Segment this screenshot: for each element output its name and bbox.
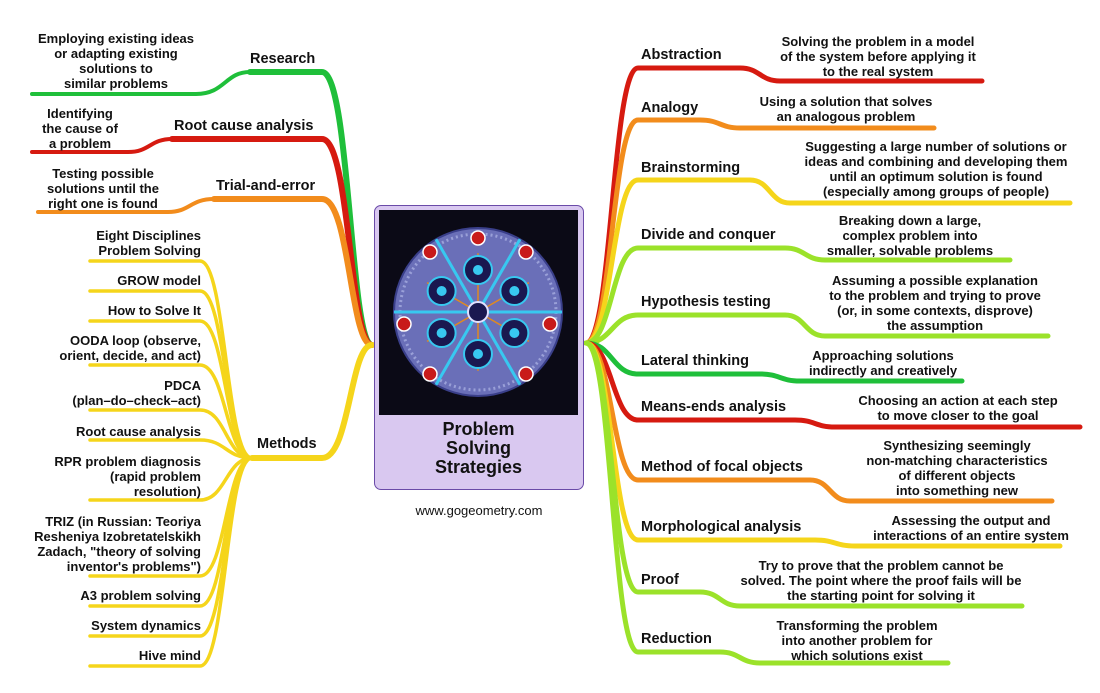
branch-abstraction: Abstraction	[641, 47, 722, 63]
method-item: TRIZ (in Russian: Teoriya Resheniya Izob…	[34, 514, 201, 574]
art-cell-core	[509, 286, 520, 296]
branch-morphological-analysis: Morphological analysis	[641, 519, 802, 535]
art-red-node	[422, 366, 438, 382]
branch-lateral-thinking: Lateral thinking	[641, 353, 749, 369]
branch-hypothesis-testing: Hypothesis testing	[641, 294, 771, 310]
proof-description: Try to prove that the problem cannot be …	[740, 558, 1022, 603]
lateral-thinking-description: Approaching solutions indirectly and cre…	[808, 348, 958, 378]
trial-and-error-detail-line	[36, 197, 216, 214]
branch-reduction: Reduction	[641, 631, 712, 647]
abstraction-description: Solving the problem in a model of the sy…	[780, 34, 976, 79]
branch-proof: Proof	[641, 572, 679, 588]
research-description: Employing existing ideas or adapting exi…	[37, 31, 195, 91]
research-detail-line	[30, 70, 252, 96]
branch-brainstorming: Brainstorming	[641, 160, 741, 176]
reduction-description: Transforming the problem into another pr…	[776, 618, 938, 663]
branch-analogy: Analogy	[641, 100, 699, 116]
branch-connector-hypothesis-testing	[583, 312, 1051, 346]
art-cell-core	[436, 286, 447, 296]
branch-trial-and-error: Trial-and-error	[216, 178, 316, 194]
art-spoke	[476, 238, 522, 313]
method-item: How to Solve It	[107, 303, 201, 318]
brainstorming-description: Suggesting a large number of solutions o…	[804, 139, 1068, 199]
art-center	[467, 301, 489, 323]
branch-divide-and-conquer: Divide and conquer	[641, 227, 776, 243]
branch-connector-lateral-thinking	[583, 340, 965, 384]
trial-and-error-description: Testing possible solutions until the rig…	[47, 166, 159, 211]
branch-root-cause-analysis: Root cause analysis	[174, 118, 314, 134]
central-title: Problem Solving Strategies	[434, 419, 523, 477]
method-line-3	[88, 363, 254, 460]
divide-and-conquer-description: Breaking down a large, complex problem i…	[826, 213, 994, 258]
branch-connector-brainstorming	[583, 177, 1073, 346]
morphological-description: Assessing the output and interactions of…	[873, 513, 1069, 543]
method-item: A3 problem solving	[80, 588, 201, 603]
branch-methods: Methods	[257, 436, 317, 452]
art-cell-core	[473, 265, 483, 275]
central-node: Problem Solving Strategies	[374, 205, 584, 490]
art-red-node	[422, 244, 438, 260]
branch-connector-divide-and-conquer	[583, 245, 1013, 346]
branch-connector-trial-and-error	[211, 196, 375, 348]
method-item: Root cause analysis	[76, 424, 201, 439]
branch-method-of-focal-objects: Method of focal objects	[641, 459, 803, 475]
means-ends-description: Choosing an action at each step to move …	[858, 393, 1058, 423]
root-cause-description: Identifying the cause of a problem	[42, 106, 118, 151]
analogy-description: Using a solution that solves an analogou…	[759, 94, 933, 124]
website-url: www.gogeometry.com	[415, 503, 543, 518]
method-line-6	[88, 456, 254, 502]
root-cause-detail-line	[30, 137, 174, 154]
art-cell-core	[509, 328, 520, 338]
branch-research: Research	[250, 51, 316, 67]
method-line-5	[88, 438, 254, 460]
focal-objects-description: Synthesizing seemingly non-matching char…	[866, 438, 1048, 498]
art-red-node	[542, 316, 558, 332]
method-item: Eight Disciplines Problem Solving	[96, 228, 201, 258]
art-red-node	[518, 244, 534, 260]
art-red-node	[396, 316, 412, 332]
art-cell-core	[436, 328, 447, 338]
method-item: RPR problem diagnosis (rapid problem res…	[54, 454, 201, 499]
art-cell-core	[473, 349, 483, 359]
method-item: Hive mind	[138, 648, 201, 663]
branch-connector-means-ends-analysis	[583, 340, 1083, 430]
method-line-10	[88, 456, 254, 668]
method-item: PDCA (plan–do–check–act)	[72, 378, 201, 408]
method-item: OODA loop (observe, orient, decide, and …	[59, 333, 201, 363]
art-red-node	[470, 230, 486, 246]
branch-connector-methods	[249, 342, 375, 461]
method-item: GROW model	[117, 273, 201, 288]
art-red-node	[518, 366, 534, 382]
method-item: System dynamics	[91, 618, 201, 633]
art-spoke	[434, 311, 480, 386]
art-spoke	[476, 311, 522, 386]
hyperbolic-tiling-image	[379, 210, 578, 415]
branch-means-ends-analysis: Means-ends analysis	[641, 399, 787, 415]
art-spoke	[434, 238, 480, 313]
branch-connector-reduction	[583, 340, 951, 666]
hypothesis-testing-description: Assuming a possible explanation to the p…	[829, 273, 1041, 333]
